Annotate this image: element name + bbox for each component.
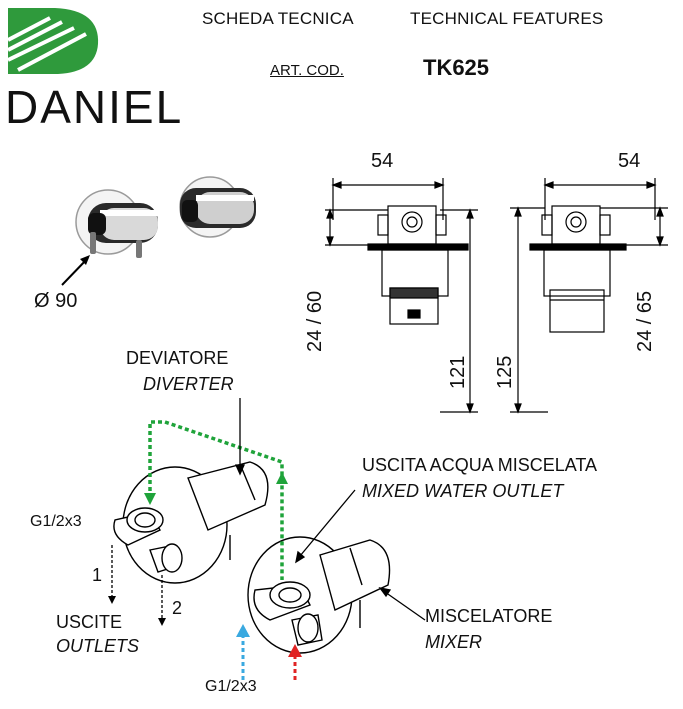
right-height-dim: 125	[494, 355, 516, 389]
mixer-label-en: MIXER	[425, 632, 483, 652]
thread-label-top: G1/2x3	[30, 513, 82, 530]
header-title-it: SCHEDA TECNICA	[202, 9, 354, 28]
outlets-label-en: OUTLETS	[56, 636, 140, 656]
product-photo-knob-1	[75, 189, 158, 258]
header-title-en: TECHNICAL FEATURES	[410, 9, 604, 28]
art-code-label: ART. COD.	[270, 62, 344, 79]
mixed-outlet-label-it: USCITA ACQUA MISCELATA	[362, 455, 598, 475]
left-width-dim: 54	[371, 150, 394, 172]
outlet-1-label: 1	[92, 565, 103, 585]
technical-drawing-left	[325, 178, 478, 414]
technical-drawing-right	[510, 178, 668, 414]
diverter-label-en: DIVERTER	[143, 374, 234, 394]
daniel-logo-mark	[7, 8, 99, 74]
diverter-valve-drawing	[113, 461, 269, 584]
diverter-flow-arrows	[148, 420, 284, 580]
cold-inlet-arrow	[236, 624, 250, 680]
right-depth-dim: 24 / 65	[634, 290, 656, 352]
outlet-2-label: 2	[172, 598, 183, 618]
left-depth-dim: 24 / 60	[304, 290, 326, 352]
diverter-label-it: DEVIATORE	[126, 348, 229, 368]
leader-lines	[234, 398, 426, 621]
flow-arrowhead-1	[144, 493, 156, 505]
hot-inlet-arrow	[288, 644, 302, 680]
outlet-arrows	[111, 545, 163, 620]
art-code-value: TK625	[423, 55, 490, 80]
plate-diameter-label: Ø 90	[34, 290, 78, 312]
mixer-valve-drawing	[247, 536, 391, 654]
right-width-dim: 54	[618, 150, 641, 172]
mixed-outlet-label-en: MIXED WATER OUTLET	[362, 481, 564, 501]
mixer-label-it: MISCELATORE	[425, 606, 553, 626]
left-height-dim: 121	[447, 355, 469, 389]
product-photo-knob-2	[179, 176, 256, 238]
diameter-arrow	[61, 255, 90, 286]
outlets-label-it: USCITE	[56, 612, 123, 632]
brand-wordmark: DANIEL	[5, 81, 184, 133]
thread-label-bottom: G1/2x3	[205, 678, 257, 695]
flow-arrowhead-2	[276, 472, 288, 484]
